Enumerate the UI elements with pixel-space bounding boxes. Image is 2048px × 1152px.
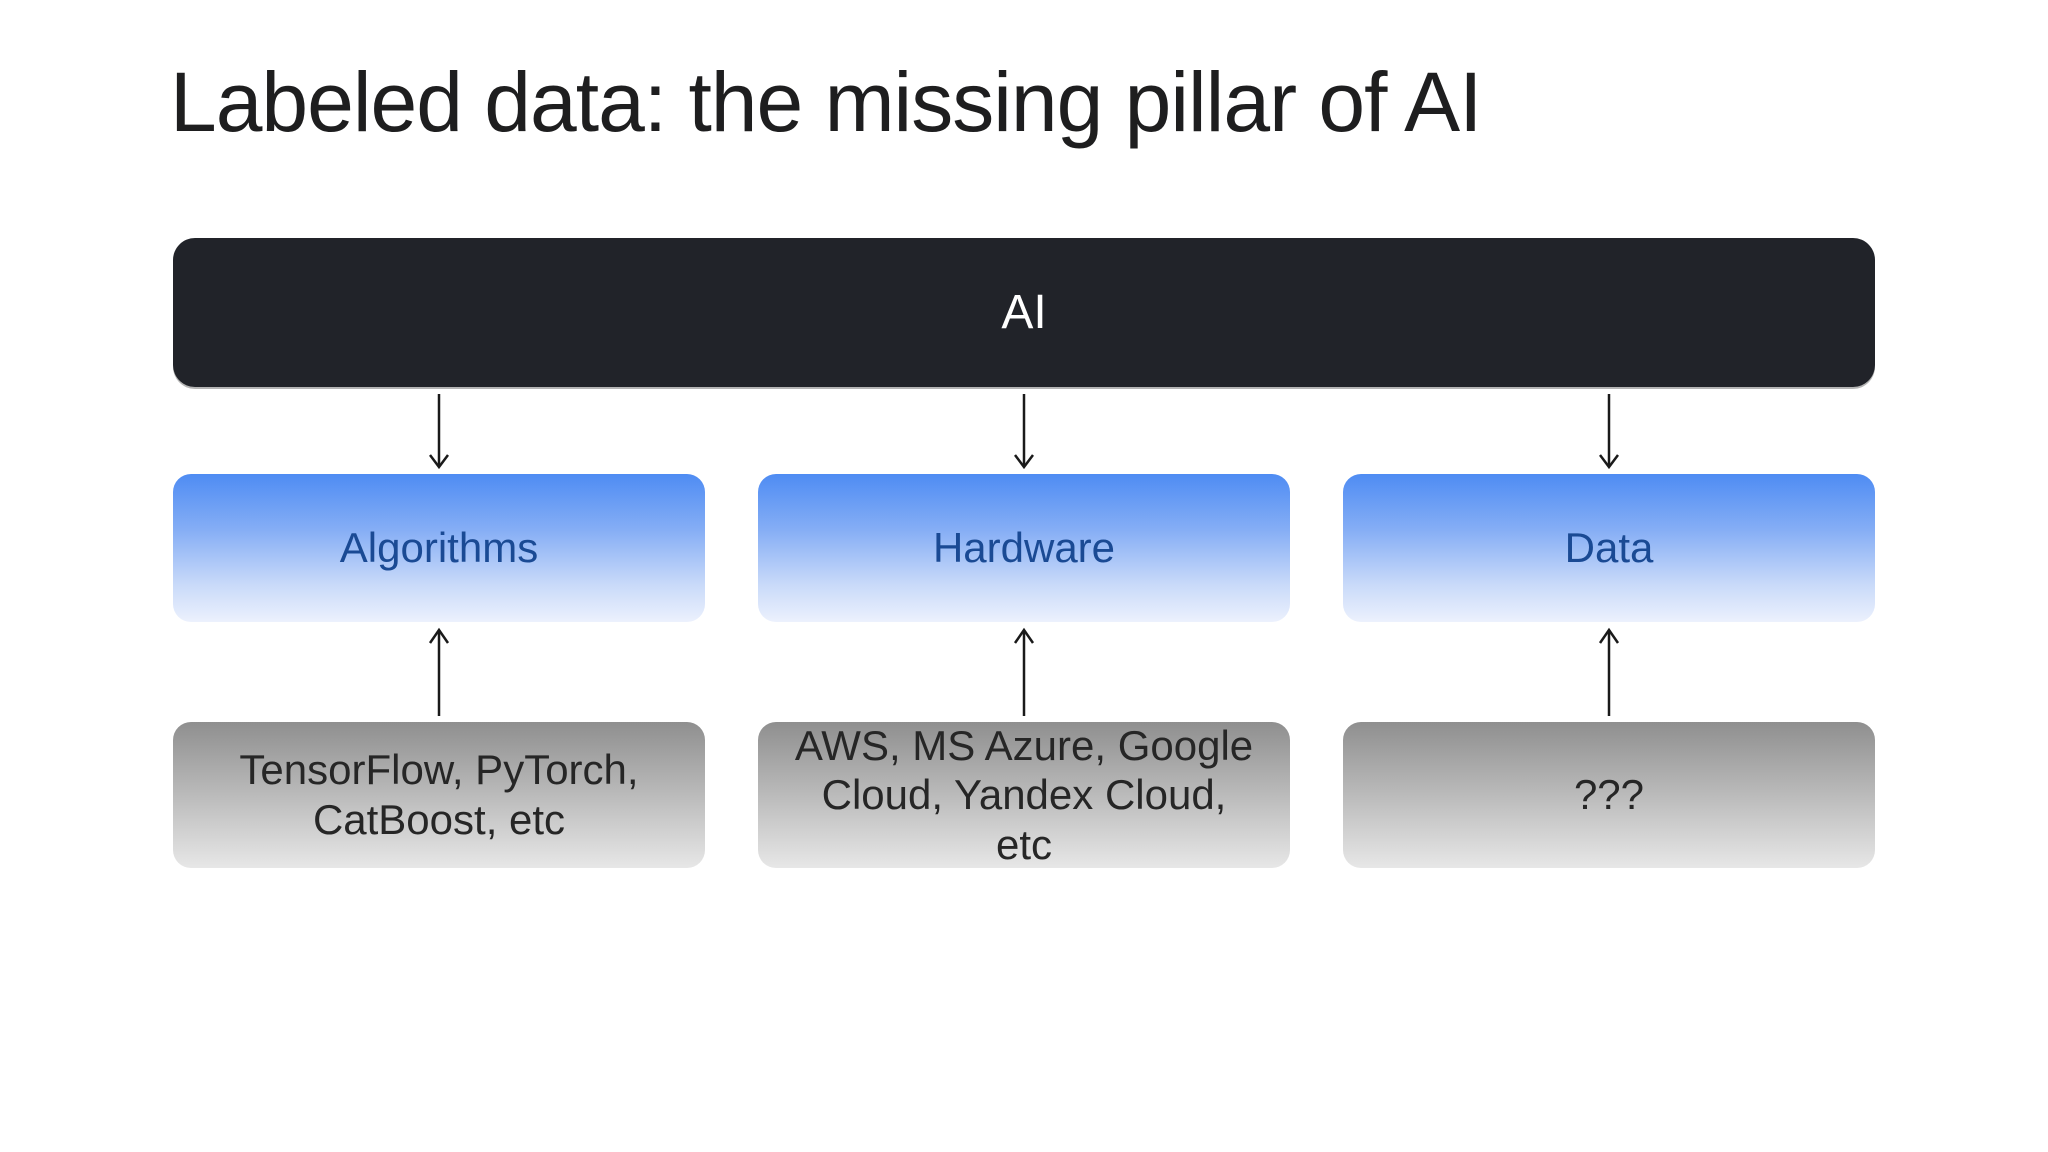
source-label-hardware: AWS, MS Azure, Google Cloud, Yandex Clou… [794,721,1254,868]
arrow-down-icon [1599,394,1619,470]
arrow-up-icon [1013,627,1035,716]
ai-root-box: AI [173,238,1875,387]
slide-title: Labeled data: the missing pillar of AI [170,55,1482,149]
arrow-up-icon [428,627,450,716]
pillar-box-algorithms: Algorithms [173,474,705,622]
source-label-data: ??? [1573,771,1645,819]
pillar-label-algorithms: Algorithms [339,524,539,571]
arrow-down-icon [1014,394,1034,470]
pillar-label-data: Data [1564,524,1654,571]
arrow-up-icon [1598,627,1620,716]
arrow-down-icon [429,394,449,470]
pillar-box-hardware: Hardware [758,474,1290,622]
source-box-algorithms: TensorFlow, PyTorch, CatBoost, etc [173,722,705,868]
source-box-hardware: AWS, MS Azure, Google Cloud, Yandex Clou… [758,722,1290,868]
pillar-label-hardware: Hardware [932,524,1116,571]
source-box-data: ??? [1343,722,1875,868]
pillar-box-data: Data [1343,474,1875,622]
ai-root-label: AI [1001,286,1047,339]
source-label-algorithms: TensorFlow, PyTorch, CatBoost, etc [239,746,639,843]
